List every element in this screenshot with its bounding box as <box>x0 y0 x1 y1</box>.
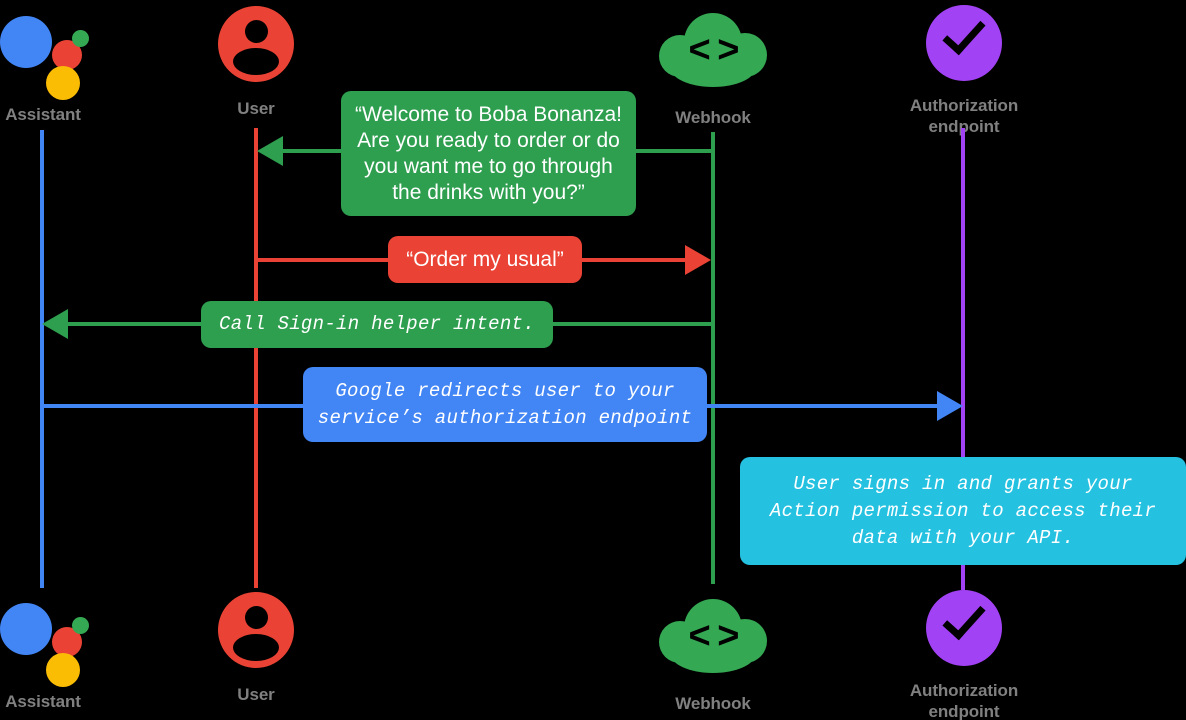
cloud-code-icon: < > <box>659 599 767 677</box>
actor-label-assistant: Assistant <box>5 105 81 124</box>
actor-label-assistant: Assistant <box>5 692 81 711</box>
actor-label-user: User <box>237 99 275 118</box>
cloud-base <box>670 47 756 87</box>
auth-circle <box>926 590 1002 666</box>
user-avatar-head <box>244 20 268 43</box>
check-circle-icon <box>926 590 1002 666</box>
user-avatar-icon <box>218 6 294 82</box>
actor-assistant-bottom: Assistant <box>0 595 89 712</box>
check-circle-icon <box>926 5 1002 81</box>
actor-authorization-bottom: Authorization endpoint <box>864 590 1064 720</box>
message-arrowhead-order <box>685 245 711 275</box>
message-bubble-redirect: Google redirects user to your service’s … <box>303 367 707 442</box>
actor-label-user: User <box>237 685 275 704</box>
actor-authorization-top: Authorization endpoint <box>864 5 1064 137</box>
actor-label-webhook: Webhook <box>675 694 751 713</box>
actor-user-top: User <box>218 6 294 119</box>
lifeline-authorization <box>961 128 965 590</box>
message-note-user-grants: User signs in and grants your Action per… <box>740 457 1186 565</box>
cloud-base <box>670 633 756 673</box>
user-avatar-body <box>233 48 279 75</box>
message-arrowhead-welcome <box>257 136 283 166</box>
message-bubble-welcome: “Welcome to Boba Bonanza! Are you ready … <box>341 91 636 216</box>
lifeline-assistant <box>40 130 44 588</box>
actor-label-webhook: Webhook <box>675 108 751 127</box>
actor-webhook-top: < > Webhook <box>659 13 767 128</box>
google-assistant-icon <box>0 8 89 100</box>
actor-user-bottom: User <box>218 592 294 705</box>
user-avatar-body <box>233 634 279 661</box>
cloud-code-icon: < > <box>659 13 767 91</box>
code-brackets-icon: < > <box>688 615 740 657</box>
lifeline-user <box>254 128 258 588</box>
user-avatar-head <box>244 606 268 629</box>
assistant-dot-green <box>72 617 89 634</box>
message-arrowhead-redirect <box>937 391 963 421</box>
actor-webhook-bottom: < > Webhook <box>659 599 767 714</box>
assistant-dot-yellow <box>46 66 80 100</box>
google-assistant-icon <box>0 595 89 687</box>
assistant-dot-blue <box>0 16 52 68</box>
assistant-dot-green <box>72 30 89 47</box>
message-arrowhead-signin <box>42 309 68 339</box>
message-bubble-order: “Order my usual” <box>388 236 582 283</box>
message-bubble-signin: Call Sign-in helper intent. <box>201 301 553 348</box>
assistant-dot-yellow <box>46 653 80 687</box>
auth-circle <box>926 5 1002 81</box>
assistant-dot-blue <box>0 603 52 655</box>
actor-label-authorization: Authorization endpoint <box>909 96 1019 136</box>
user-avatar-icon <box>218 592 294 668</box>
code-brackets-icon: < > <box>688 29 740 71</box>
actor-assistant-top: Assistant <box>0 8 89 125</box>
actor-label-authorization: Authorization endpoint <box>909 681 1019 720</box>
lifeline-webhook <box>711 132 715 584</box>
